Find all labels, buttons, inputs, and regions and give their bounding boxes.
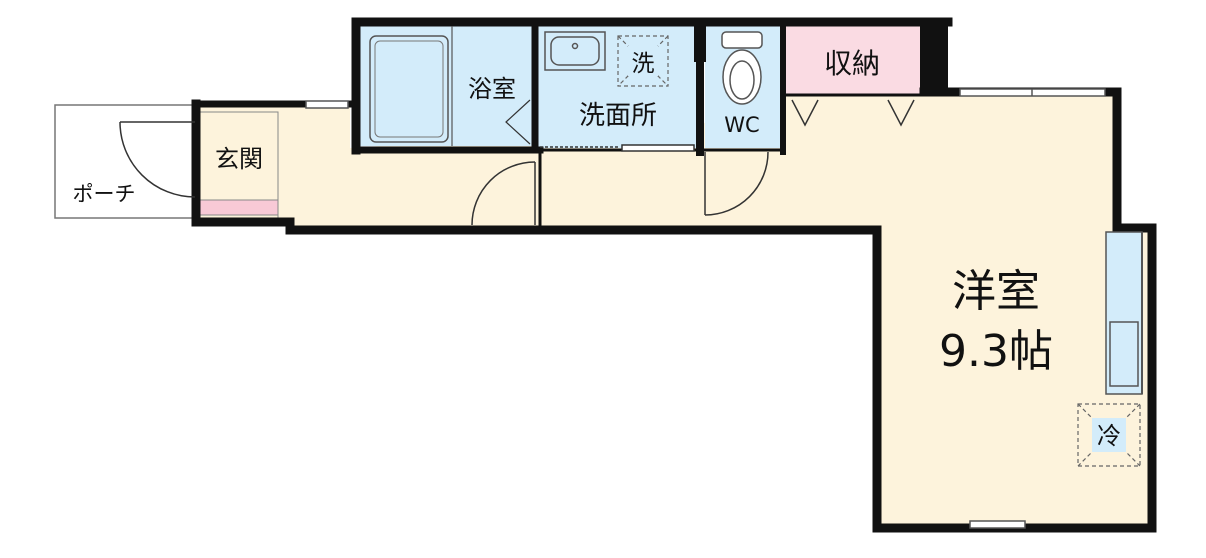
- porch-label: ポーチ: [73, 182, 136, 206]
- walls: [191, 17, 1157, 533]
- western-room-floor: [785, 92, 1150, 525]
- entrance-label: 玄関: [215, 145, 263, 173]
- washroom-floor: [537, 26, 697, 148]
- storage-floor: [785, 26, 920, 94]
- room-size-label: 9.3帖: [939, 326, 1053, 377]
- bathtub: [369, 35, 449, 143]
- entrance-mat: [199, 199, 279, 216]
- toilet: [721, 31, 763, 105]
- porch-area: [54, 104, 196, 219]
- windows: [305, 88, 1106, 529]
- doors: [119, 99, 915, 226]
- bathroom-label: 浴室: [468, 75, 516, 103]
- wash-basin: [544, 31, 606, 71]
- washroom-label: 洗面所: [579, 101, 657, 131]
- storage-label: 収納: [824, 47, 880, 80]
- fridge-label: 冷: [1097, 422, 1121, 450]
- washer-label: 洗: [632, 51, 655, 77]
- wc-label: WC: [724, 113, 759, 137]
- kitchen-counter: [1105, 231, 1143, 395]
- western-room-label: 洋室: [952, 266, 1040, 317]
